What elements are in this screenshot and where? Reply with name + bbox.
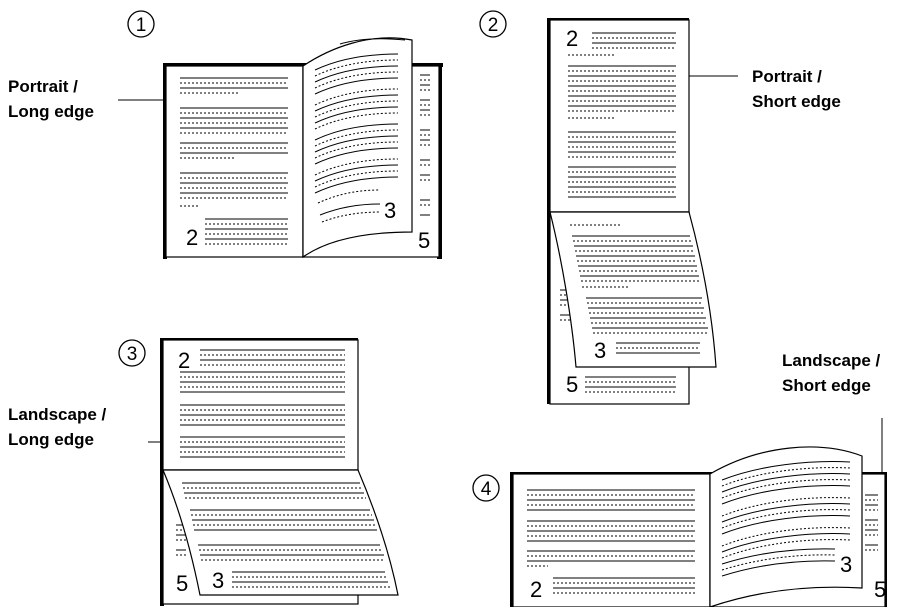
curled-page-1 bbox=[303, 38, 412, 257]
page-number-3-fig1: 3 bbox=[384, 198, 396, 223]
label-portrait-short-line2: Short edge bbox=[752, 92, 841, 111]
page-number-2: 2 bbox=[186, 225, 198, 250]
figure-portrait-long-edge: 1 Portrait / Long edge 2 bbox=[8, 11, 443, 259]
page-number-3-fig3: 3 bbox=[212, 568, 224, 593]
figure-portrait-short-edge: 2 Portrait / Short edge 2 bbox=[480, 11, 841, 404]
page-number-3-fig4: 3 bbox=[840, 552, 852, 577]
figure-landscape-long-edge: 3 Landscape / Long edge 2 5 bbox=[8, 338, 398, 606]
page-number-5-fig2: 5 bbox=[566, 372, 578, 397]
label-portrait-short-line1: Portrait / bbox=[752, 67, 822, 86]
page-number-5-fig1: 5 bbox=[418, 228, 430, 253]
marker-number-3: 3 bbox=[127, 344, 138, 365]
label-landscape-short-line1: Landscape / bbox=[782, 351, 881, 370]
page-number-2-fig4: 2 bbox=[530, 577, 542, 602]
marker-number-1: 1 bbox=[136, 15, 147, 36]
curled-page-2 bbox=[550, 212, 716, 367]
marker-number-2: 2 bbox=[488, 15, 499, 36]
label-landscape-long-line2: Long edge bbox=[8, 430, 94, 449]
page-number-2-fig3: 2 bbox=[178, 348, 190, 373]
marker-number-4: 4 bbox=[481, 479, 492, 500]
page-number-3-fig2: 3 bbox=[594, 338, 606, 363]
page-number-5-fig3: 5 bbox=[176, 571, 188, 596]
page-number-2-fig2: 2 bbox=[566, 26, 578, 51]
label-portrait-long-line1: Portrait / bbox=[8, 77, 78, 96]
curled-page-3 bbox=[163, 470, 398, 595]
label-landscape-short-line2: Short edge bbox=[782, 376, 871, 395]
label-landscape-long-line1: Landscape / bbox=[8, 405, 107, 424]
page-number-5-fig4: 5 bbox=[874, 577, 886, 602]
label-portrait-long-line2: Long edge bbox=[8, 102, 94, 121]
